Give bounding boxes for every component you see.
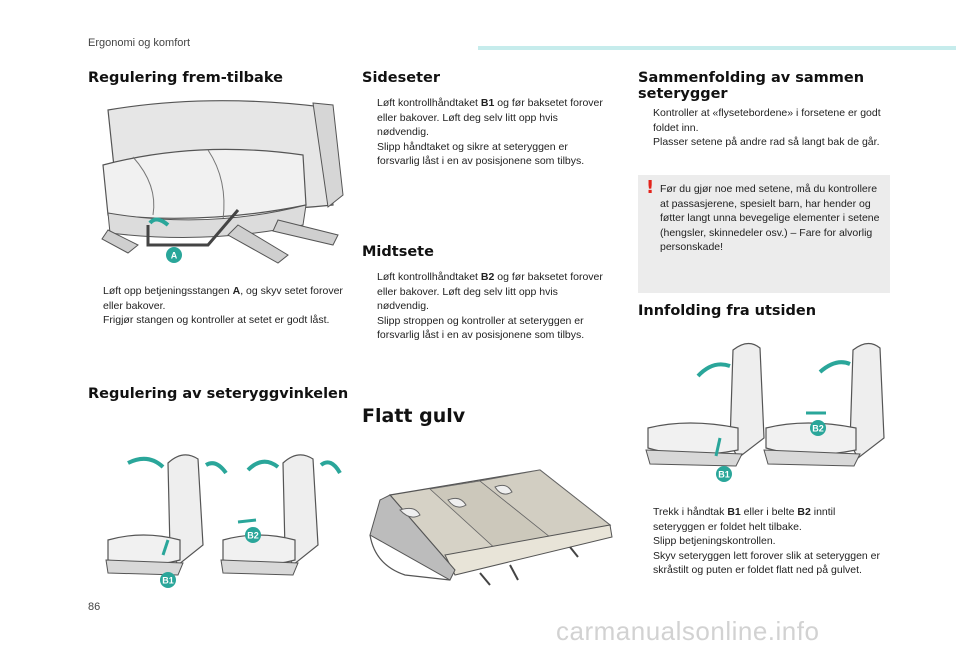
list-item: Slipp stroppen og kontroller at seterygg… — [377, 314, 585, 342]
seat-slide-illustration: A — [101, 100, 344, 264]
backrest-angle-illustration: B1 B2 — [105, 454, 342, 588]
warning-icon: ! — [646, 177, 655, 198]
list-side: Løft kontrollhåndtaket B1 og før baksete… — [362, 96, 610, 169]
watermark: carmanualsonline.info — [556, 616, 820, 646]
list-frem: Løft opp betjeningsstangen A, og skyv se… — [88, 284, 346, 328]
list-item: Skyv seteryggen lett forover slik at set… — [653, 549, 881, 577]
list-item: Plasser setene på andre rad så langt bak… — [653, 136, 880, 148]
list-item: Løft kontrollhåndtaket B1 og før baksete… — [377, 97, 603, 138]
outside-fold-illustration: B1 B2 — [645, 342, 885, 482]
list-item: Slipp håndtaket og sikre at seteryggen e… — [377, 140, 585, 168]
label-b1: B1 — [162, 576, 174, 586]
label-a: A — [171, 251, 178, 261]
warning-box: ! Før du gjør noe med setene, må du kont… — [638, 175, 890, 293]
heading-frem-tilbake: Regulering frem-tilbake — [88, 70, 283, 86]
list-item: Slipp betjeningskontrollen. — [653, 535, 776, 547]
list-midt: Løft kontrollhåndtaket B2 og før baksete… — [362, 270, 610, 343]
list-sammenfolding: Kontroller at «flysetebordene» i forsete… — [638, 106, 890, 150]
list-item: Trekk i håndtak B1 eller i belte B2 innt… — [653, 506, 836, 533]
heading-sideseter: Sideseter — [362, 70, 441, 86]
warning-text: Før du gjør noe med setene, må du kontro… — [660, 183, 880, 253]
list-item: Frigjør stangen og kontroller at setet e… — [103, 314, 330, 326]
list-innfolding: Trekk i håndtak B1 eller i belte B2 innt… — [638, 505, 890, 578]
list-item: Løft kontrollhåndtaket B2 og før baksete… — [377, 271, 603, 312]
label-b2: B2 — [247, 531, 259, 541]
page-number: 86 — [88, 601, 101, 613]
heading-sammenfolding: Sammenfolding av sammen seterygger — [638, 70, 865, 102]
heading-seteryggvinkel: Regulering av seteryggvinkelen — [88, 386, 349, 402]
label-b1: B1 — [718, 470, 730, 480]
heading-midtsete: Midtsete — [362, 244, 434, 260]
header-bar — [478, 46, 956, 50]
heading-innfolding: Innfolding fra utsiden — [638, 303, 817, 319]
page-header: Ergonomi og komfort — [88, 37, 191, 49]
list-item: Kontroller at «flysetebordene» i forsete… — [653, 107, 881, 134]
list-item: Løft opp betjeningsstangen A, og skyv se… — [103, 285, 343, 312]
label-b2: B2 — [812, 424, 824, 434]
flat-floor-illustration — [369, 469, 613, 586]
heading-flatt-gulv: Flatt gulv — [362, 405, 466, 427]
